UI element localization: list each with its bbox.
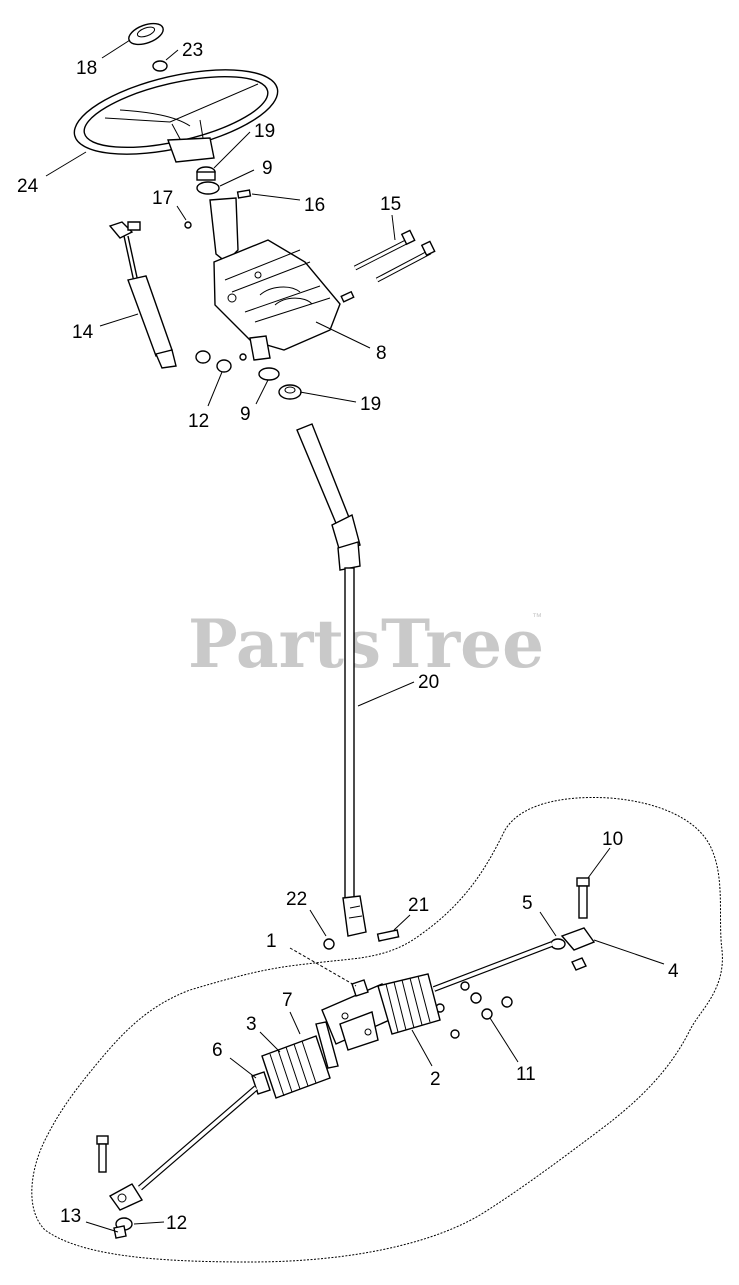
callout-12: 12: [188, 411, 209, 432]
callout-16: 16: [304, 195, 325, 216]
callout-10: 10: [602, 829, 623, 850]
tie-rod-right-shaft: [432, 941, 554, 992]
column-bracket: [209, 197, 341, 361]
callout-1: 1: [266, 931, 277, 952]
callout-19: 19: [254, 121, 275, 142]
mount-bracket: [315, 1021, 339, 1069]
callout-20: 20: [418, 672, 439, 693]
watermark-trademark: ™: [532, 612, 542, 623]
callout-14: 14: [72, 322, 94, 343]
callout-2: 2: [430, 1069, 441, 1090]
washer-small: [239, 353, 247, 361]
tie-rod-left: [108, 1183, 144, 1239]
callout-23: 23: [182, 40, 203, 61]
callout-21: 21: [408, 895, 429, 916]
callout-11: 11: [516, 1064, 536, 1085]
lower-bushings: [258, 367, 302, 400]
bellows-left: [251, 1035, 331, 1099]
callout-19-lower: 19: [360, 394, 381, 415]
callout-9-lower: 9: [240, 404, 251, 425]
callout-15: 15: [380, 194, 401, 215]
callout-13: 13: [60, 1206, 81, 1227]
nuts-11: [435, 981, 513, 1039]
bolt-left: [96, 1135, 109, 1173]
nut-12-upper: [195, 350, 211, 364]
callout-22: 22: [286, 889, 307, 910]
wheel-cap: [128, 22, 164, 46]
callout-9: 9: [262, 158, 273, 179]
leader-lines: [45, 39, 665, 1233]
callout-4: 4: [668, 961, 679, 982]
tie-rod-left-shaft: [138, 1085, 258, 1191]
bolt-21: [376, 929, 400, 942]
watermark-text: PartsTree: [188, 605, 544, 683]
callout-7: 7: [282, 990, 293, 1011]
callout-8: 8: [376, 343, 387, 364]
upper-bushings: [196, 166, 220, 195]
wheel-nut: [152, 60, 168, 72]
bellows-right: [377, 973, 441, 1035]
nut-17: [184, 221, 192, 229]
callout-17: 17: [152, 188, 173, 209]
callout-12-lower: 12: [166, 1213, 187, 1234]
steering-wheel: [73, 69, 279, 163]
long-bolts: [340, 229, 436, 303]
gas-spring: [108, 221, 177, 369]
bolt-10: [576, 877, 590, 919]
callout-24: 24: [17, 176, 39, 197]
bolt-16: [236, 189, 252, 199]
nut-12-lower: [216, 359, 232, 373]
tie-rod-right: [550, 927, 596, 971]
steering-rack: [321, 979, 395, 1051]
callout-5: 5: [522, 893, 533, 914]
callout-3: 3: [246, 1014, 257, 1035]
nut-22: [323, 938, 335, 950]
frame-outline: [31, 797, 723, 1263]
callout-6: 6: [212, 1040, 223, 1061]
steering-shaft: [296, 423, 367, 937]
callout-18: 18: [76, 58, 97, 79]
